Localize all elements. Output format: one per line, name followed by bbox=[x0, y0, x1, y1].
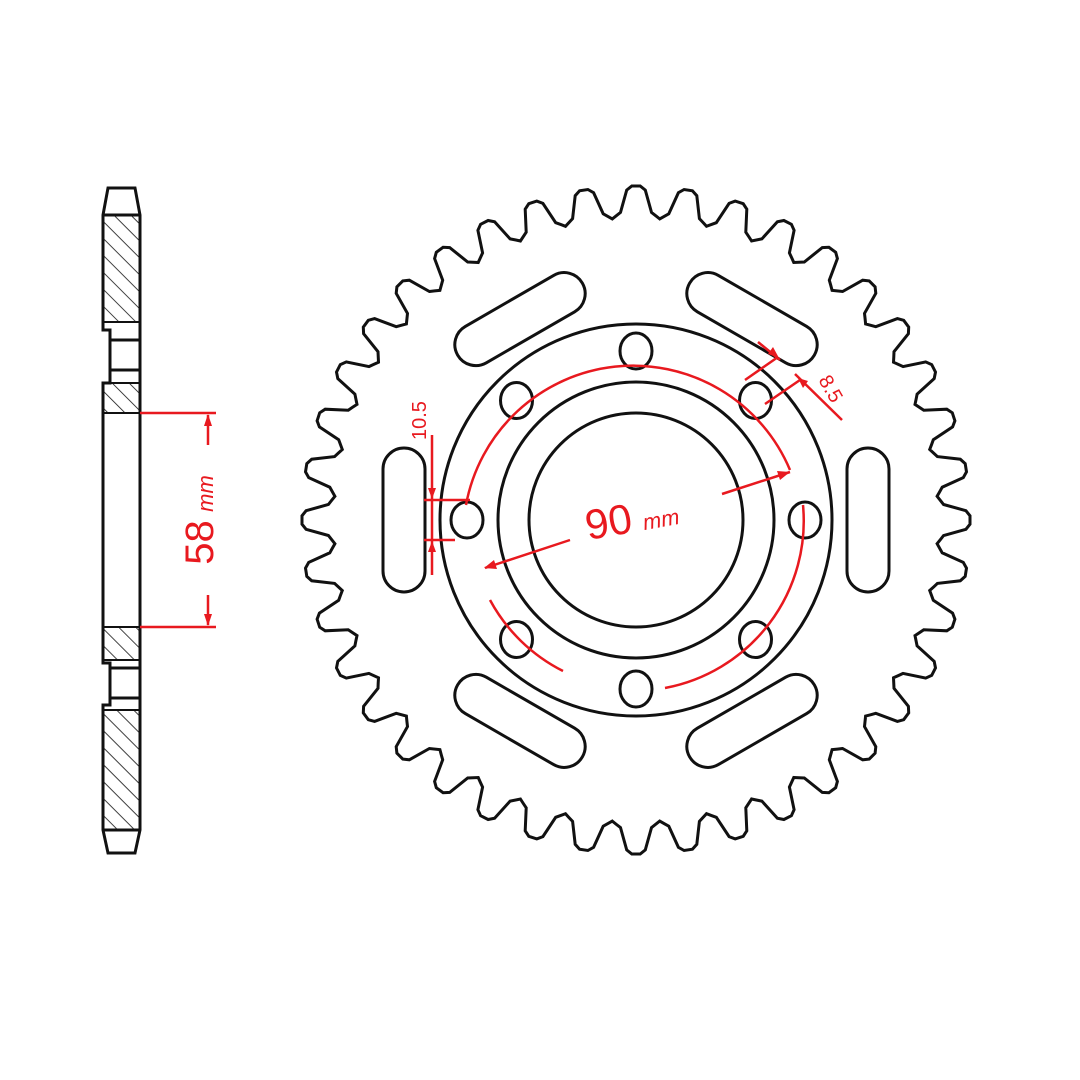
bolt-circle-dimension: 90 mm bbox=[464, 364, 805, 690]
bolt-hole bbox=[738, 620, 774, 660]
bolt-hole bbox=[787, 500, 823, 540]
lightening-slots bbox=[381, 271, 891, 769]
flange-outer-circle bbox=[438, 322, 834, 718]
hub-bore-dimension: 58 mm bbox=[140, 411, 222, 629]
bolt-hole-spacing-value: 10.5 bbox=[409, 401, 431, 440]
bolt-hole bbox=[498, 620, 534, 660]
center-bore bbox=[527, 411, 745, 629]
lightening-slot bbox=[453, 672, 587, 769]
lightening-slot bbox=[685, 672, 819, 769]
flange-inner-circle bbox=[496, 380, 776, 660]
bolt-hole bbox=[498, 380, 534, 420]
bolt-hole bbox=[618, 331, 654, 371]
hub-bore-value: 58 bbox=[178, 520, 222, 565]
svg-text:58 mm: 58 mm bbox=[178, 475, 222, 565]
lightening-slot bbox=[845, 446, 891, 594]
hatched-section-lower-hub bbox=[102, 626, 141, 661]
hub-bore-unit: mm bbox=[193, 475, 218, 512]
lightening-slot bbox=[453, 271, 587, 368]
sprocket-teeth-outline bbox=[300, 184, 972, 856]
side-outline bbox=[101, 186, 142, 855]
bolt-hole bbox=[618, 669, 654, 709]
bolt-circle-value: 90 bbox=[581, 494, 635, 548]
bolt-hole-spacing-dimension: 10.5 bbox=[409, 401, 470, 575]
bolt-hole-diameter-value: 8.5 bbox=[814, 372, 847, 407]
bolt-circle-unit: mm bbox=[641, 504, 681, 535]
svg-text:90 mm: 90 mm bbox=[581, 486, 682, 549]
lightening-slot bbox=[381, 446, 427, 594]
hatched-section-upper-hub bbox=[102, 382, 141, 414]
bolt-hole bbox=[738, 380, 774, 420]
hatched-section-top bbox=[102, 214, 141, 323]
lightening-slot bbox=[685, 271, 819, 368]
bolt-hole bbox=[449, 500, 485, 540]
side-section-view bbox=[101, 186, 142, 855]
hatched-section-bottom bbox=[102, 709, 141, 831]
sprocket-front-view bbox=[300, 184, 972, 856]
